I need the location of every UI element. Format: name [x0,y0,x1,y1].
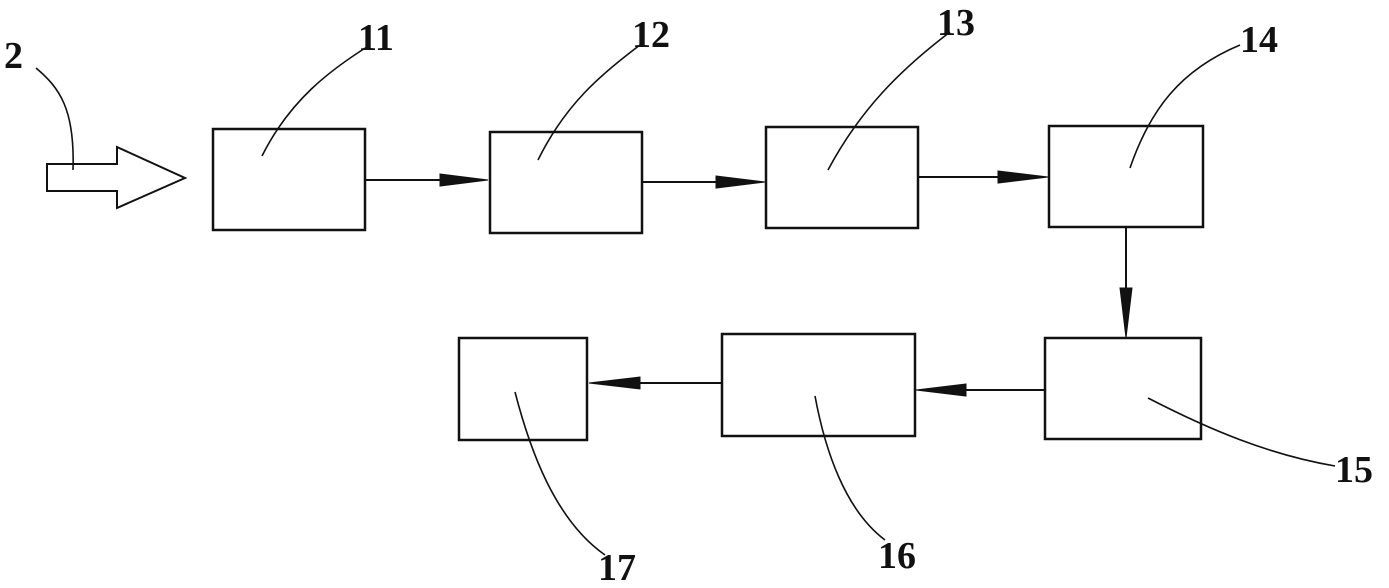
label-14: 14 [1240,19,1278,61]
block-17 [457,336,589,442]
block-14 [1047,124,1205,229]
block-13 [764,125,920,230]
leader-12 [537,44,641,161]
label-2: 2 [4,35,23,77]
label-11: 11 [358,17,394,59]
leader-2 [35,67,74,171]
arrowhead-16-17 [588,376,641,390]
block-12 [488,130,644,235]
label-12: 12 [632,14,670,56]
leader-15 [1147,397,1336,467]
label-13: 13 [937,2,975,44]
arrowhead-13-14 [997,170,1049,184]
label-15: 15 [1335,449,1373,491]
leader-17 [514,391,606,556]
arrowhead-12-13 [715,175,766,189]
arrowhead-15-16 [915,383,967,397]
label-17: 17 [598,547,636,588]
input-arrow-2 [46,145,188,210]
block-15 [1043,336,1203,441]
arrowhead-11-12 [439,173,489,187]
leader-13 [827,31,951,171]
label-16: 16 [878,535,916,577]
arrowhead-14-15 [1119,287,1133,339]
leader-16 [814,395,886,541]
leader-14 [1129,44,1241,169]
leader-11 [261,44,371,157]
block-16 [720,332,917,438]
block-11 [211,127,367,232]
